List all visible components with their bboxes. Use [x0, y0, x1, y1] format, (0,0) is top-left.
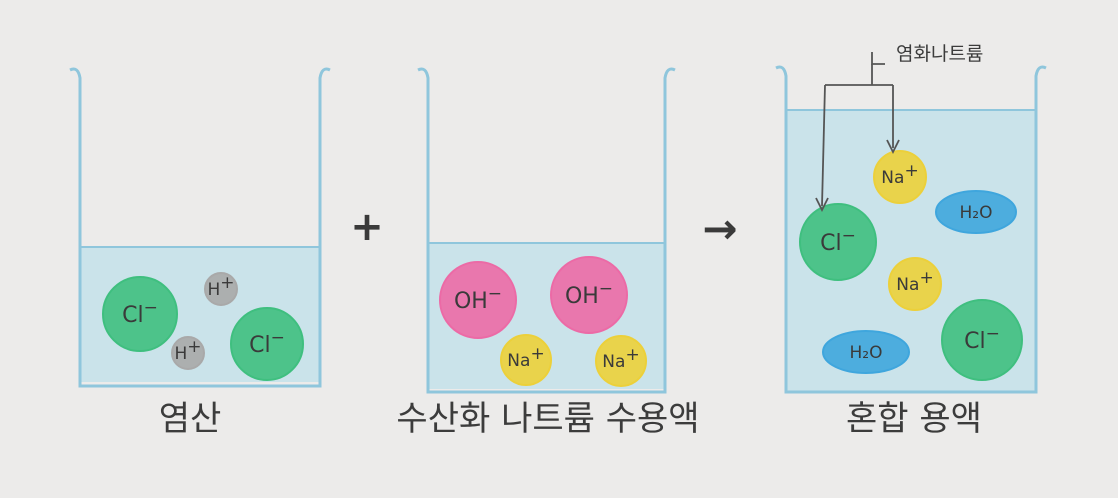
ion-hydroxide: OH−: [439, 261, 517, 339]
caption-naoh: 수산화 나트륨 수용액: [396, 399, 699, 439]
beaker-hcl: Cl− H+ H+ Cl−: [69, 67, 331, 388]
ion-sodium: Na+: [595, 335, 647, 387]
svg-text:Na+: Na+: [881, 161, 918, 188]
arrow-to-chloride: [821, 84, 826, 207]
callout-bracket: [821, 52, 894, 207]
svg-text:Cl−: Cl−: [249, 328, 285, 358]
ion-hydrogen: H+: [171, 336, 205, 370]
plus-sign: +: [350, 204, 384, 250]
caption-hcl: 염산: [159, 399, 222, 439]
svg-text:OH−: OH−: [565, 279, 613, 309]
svg-text:H+: H+: [207, 273, 234, 300]
ion-chloride: Cl−: [941, 299, 1023, 381]
ion-hydrogen: H+: [204, 272, 238, 306]
arrowhead-chloride: [815, 197, 829, 213]
ion-chloride: Cl−: [799, 203, 877, 281]
ion-sodium: Na+: [888, 257, 942, 311]
svg-text:Na+: Na+: [507, 344, 544, 371]
ion-sodium: Na+: [500, 334, 552, 386]
svg-text:H+: H+: [174, 337, 201, 364]
ion-sodium: Na+: [873, 150, 927, 204]
callout-connector: [871, 52, 885, 65]
beaker-outline-naoh: [417, 67, 676, 394]
svg-text:Na+: Na+: [896, 268, 933, 295]
callout-label: 염화나트륨: [896, 43, 983, 65]
ion-chloride: Cl−: [102, 276, 178, 352]
reaction-arrow: →: [702, 204, 737, 253]
caption-mixture: 혼합 용액: [846, 399, 982, 439]
svg-text:H₂O: H₂O: [850, 343, 883, 363]
svg-text:H₂O: H₂O: [960, 203, 993, 223]
beaker-naoh: OH− OH− Na+ Na+: [417, 67, 676, 394]
beaker-outline-mixture: [775, 65, 1047, 394]
ion-hydroxide: OH−: [550, 256, 628, 334]
beaker-mixture: Na+ H₂O Cl− Na+ H₂O Cl−: [775, 65, 1047, 394]
svg-text:Cl−: Cl−: [964, 324, 1000, 354]
molecule-water: H₂O: [935, 190, 1017, 234]
molecule-water: H₂O: [822, 330, 910, 374]
svg-text:Cl−: Cl−: [820, 226, 856, 256]
beaker-outline-hcl: [69, 67, 331, 388]
svg-text:OH−: OH−: [454, 284, 502, 314]
svg-text:Cl−: Cl−: [122, 298, 158, 328]
ion-chloride: Cl−: [230, 307, 304, 381]
arrowhead-sodium: [886, 139, 900, 155]
svg-text:Na+: Na+: [602, 345, 639, 372]
